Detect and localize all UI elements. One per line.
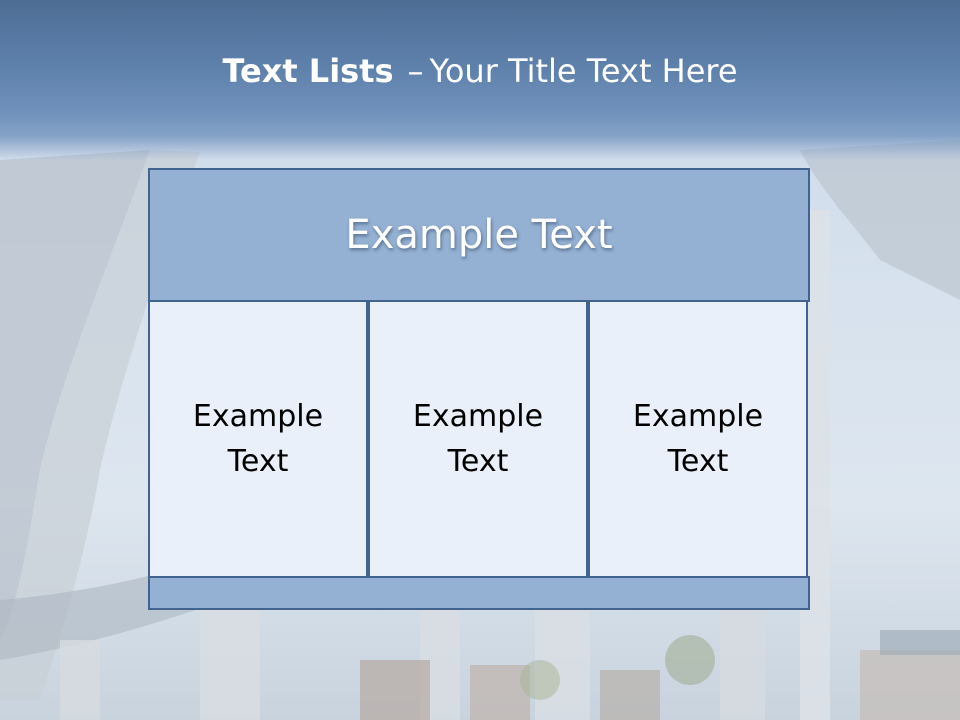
title-subtitle: Your Title Text Here [429, 52, 738, 90]
column-1-text: Example Text [192, 399, 324, 479]
table-column-3[interactable]: Example Text [588, 300, 808, 578]
table-header-cell[interactable]: Example Text [148, 168, 810, 302]
title-separator: – [407, 52, 424, 90]
title-bar [0, 0, 960, 160]
title-bold: Text Lists [222, 52, 394, 90]
table-header-text: Example Text [345, 212, 613, 258]
table-footer-cell[interactable] [148, 576, 810, 610]
slide-title: Text Lists–Your Title Text Here [0, 52, 960, 90]
column-2-text: Example Text [412, 399, 544, 479]
text-list-table: Example Text Example Text Example Text E… [148, 168, 810, 610]
table-column-1[interactable]: Example Text [148, 300, 368, 578]
column-3-text: Example Text [632, 399, 764, 479]
table-column-2[interactable]: Example Text [368, 300, 588, 578]
